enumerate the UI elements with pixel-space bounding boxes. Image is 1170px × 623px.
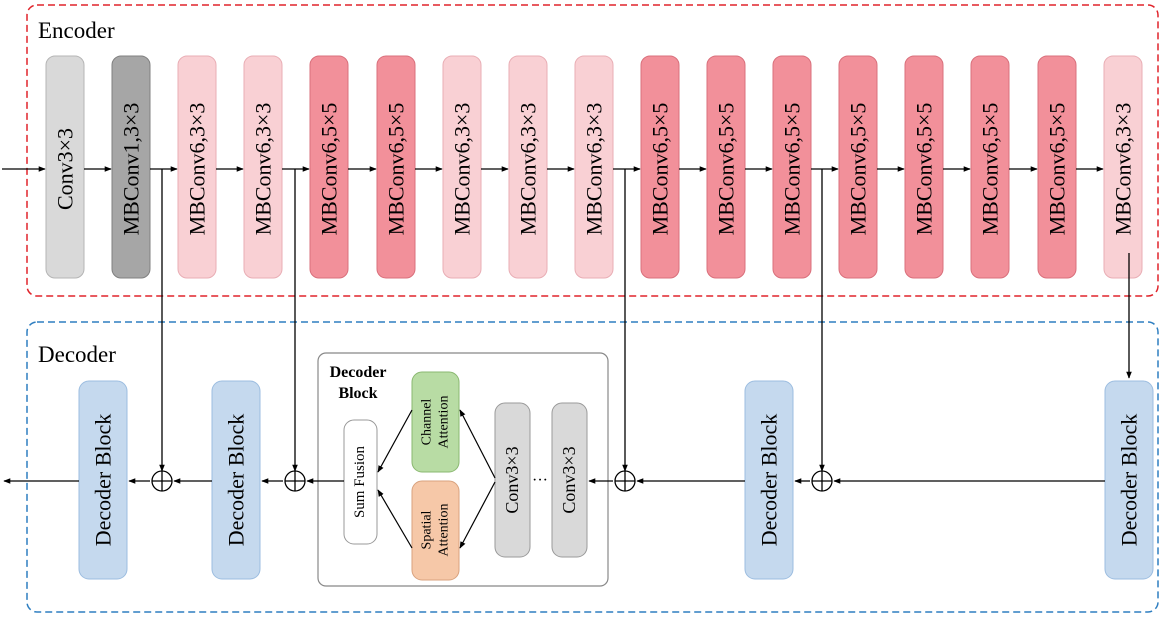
encoder-block-2: MBConv1,3×3 [111, 55, 151, 279]
arrow-spatial-to-sum [377, 489, 413, 549]
encoder-block-label: MBConv6,3×3 [185, 103, 210, 236]
encoder-block-4: MBConv6,3×3 [243, 55, 283, 279]
encoder-block-17: MBConv6,3×3 [1103, 55, 1143, 279]
encoder-block-label: MBConv6,3×3 [251, 103, 276, 236]
encoder-block-label: MBConv6,5×5 [317, 103, 342, 236]
encoder-block-14: MBConv6,5×5 [904, 55, 944, 279]
encoder-block-5: MBConv6,5×5 [309, 55, 349, 279]
decoder-title: Decoder [38, 342, 116, 367]
arrow-conv-to-channel [459, 409, 496, 479]
encoder-block-15: MBConv6,5×5 [970, 55, 1010, 279]
encoder-block-label: MBConv6,5×5 [846, 103, 871, 236]
decoder-frame [26, 321, 1159, 613]
sum-node-2 [284, 470, 306, 492]
encoder-block-label: MBConv6,3×3 [450, 103, 475, 236]
decoder-block-2: Decoder Block [211, 380, 261, 580]
detail-title-line2: Block [338, 385, 377, 402]
encoder-block-label: MBConv6,5×5 [714, 103, 739, 236]
svg-text:Conv3×3: Conv3×3 [502, 446, 522, 513]
svg-text:Attention: Attention [437, 396, 452, 449]
encoder-block-16: MBConv6,5×5 [1037, 55, 1077, 279]
detail-conv-1: Conv3×3 [494, 402, 531, 558]
detail-conv-2: Conv3×3 [551, 402, 588, 558]
detail-title: Decoder [330, 364, 387, 381]
spatial-attention-box: Spatial Attention [411, 480, 460, 581]
encoder-block-label: MBConv6,5×5 [1045, 103, 1070, 236]
decoder-block-4: Decoder Block [1104, 380, 1154, 580]
encoder-block-label: MBConv6,3×3 [1111, 103, 1136, 236]
encoder-block-label: MBConv1,3×3 [119, 103, 144, 236]
encoder-block-label: MBConv6,5×5 [978, 103, 1003, 236]
encoder-block-7: MBConv6,3×3 [442, 55, 482, 279]
channel-attention-box: Channel Attention [411, 371, 460, 473]
decoder-block-detail: Decoder Block Sum Fusion Channel Attenti… [317, 352, 609, 587]
encoder-title: Encoder [38, 18, 115, 43]
encoder-block-3: MBConv6,3×3 [177, 55, 217, 279]
encoder-block-6: MBConv6,5×5 [376, 55, 416, 279]
encoder-block-label: MBConv6,3×3 [582, 103, 607, 236]
svg-text:Decoder Block: Decoder Block [1117, 414, 1142, 547]
detail-ellipsis: ··· [532, 472, 548, 489]
encoder-block-10: MBConv6,5×5 [640, 55, 680, 279]
svg-text:Channel: Channel [420, 399, 435, 446]
svg-text:Decoder Block: Decoder Block [757, 414, 782, 547]
encoder-block-1: Conv3×3 [45, 55, 85, 279]
encoder-block-9: MBConv6,3×3 [574, 55, 614, 279]
sum-fusion-box: Sum Fusion [343, 419, 378, 545]
sum-node-1 [151, 470, 173, 492]
decoder-block-1: Decoder Block [78, 380, 128, 580]
arrow-conv-to-spatial [459, 481, 496, 549]
decoder-block-3: Decoder Block [744, 380, 794, 580]
encoder-block-label: MBConv6,5×5 [912, 103, 937, 236]
arrow-channel-to-sum [377, 409, 413, 473]
svg-text:Sum Fusion: Sum Fusion [352, 445, 368, 518]
svg-text:Conv3×3: Conv3×3 [559, 446, 579, 513]
encoder-blocks: Conv3×3 MBConv1,3×3 MBConv6,3×3 MBConv6,3×3… [45, 55, 1143, 279]
encoder-block-label: MBConv6,3×3 [516, 103, 541, 236]
encoder-frame [26, 4, 1159, 297]
encoder-block-label: Conv3×3 [53, 128, 78, 210]
sum-node-3 [614, 470, 636, 492]
sum-node-4 [811, 470, 833, 492]
encoder-block-13: MBConv6,5×5 [838, 55, 878, 279]
svg-text:Attention: Attention [437, 504, 452, 557]
svg-text:Spatial: Spatial [420, 510, 435, 549]
encoder-block-11: MBConv6,5×5 [706, 55, 746, 279]
encoder-block-label: MBConv6,5×5 [648, 103, 673, 236]
svg-text:Decoder Block: Decoder Block [224, 414, 249, 547]
svg-text:Decoder Block: Decoder Block [91, 414, 116, 547]
encoder-block-label: MBConv6,5×5 [384, 103, 409, 236]
encoder-block-8: MBConv6,3×3 [508, 55, 548, 279]
encoder-block-12: MBConv6,5×5 [772, 55, 812, 279]
encoder-block-label: MBConv6,5×5 [780, 103, 805, 236]
